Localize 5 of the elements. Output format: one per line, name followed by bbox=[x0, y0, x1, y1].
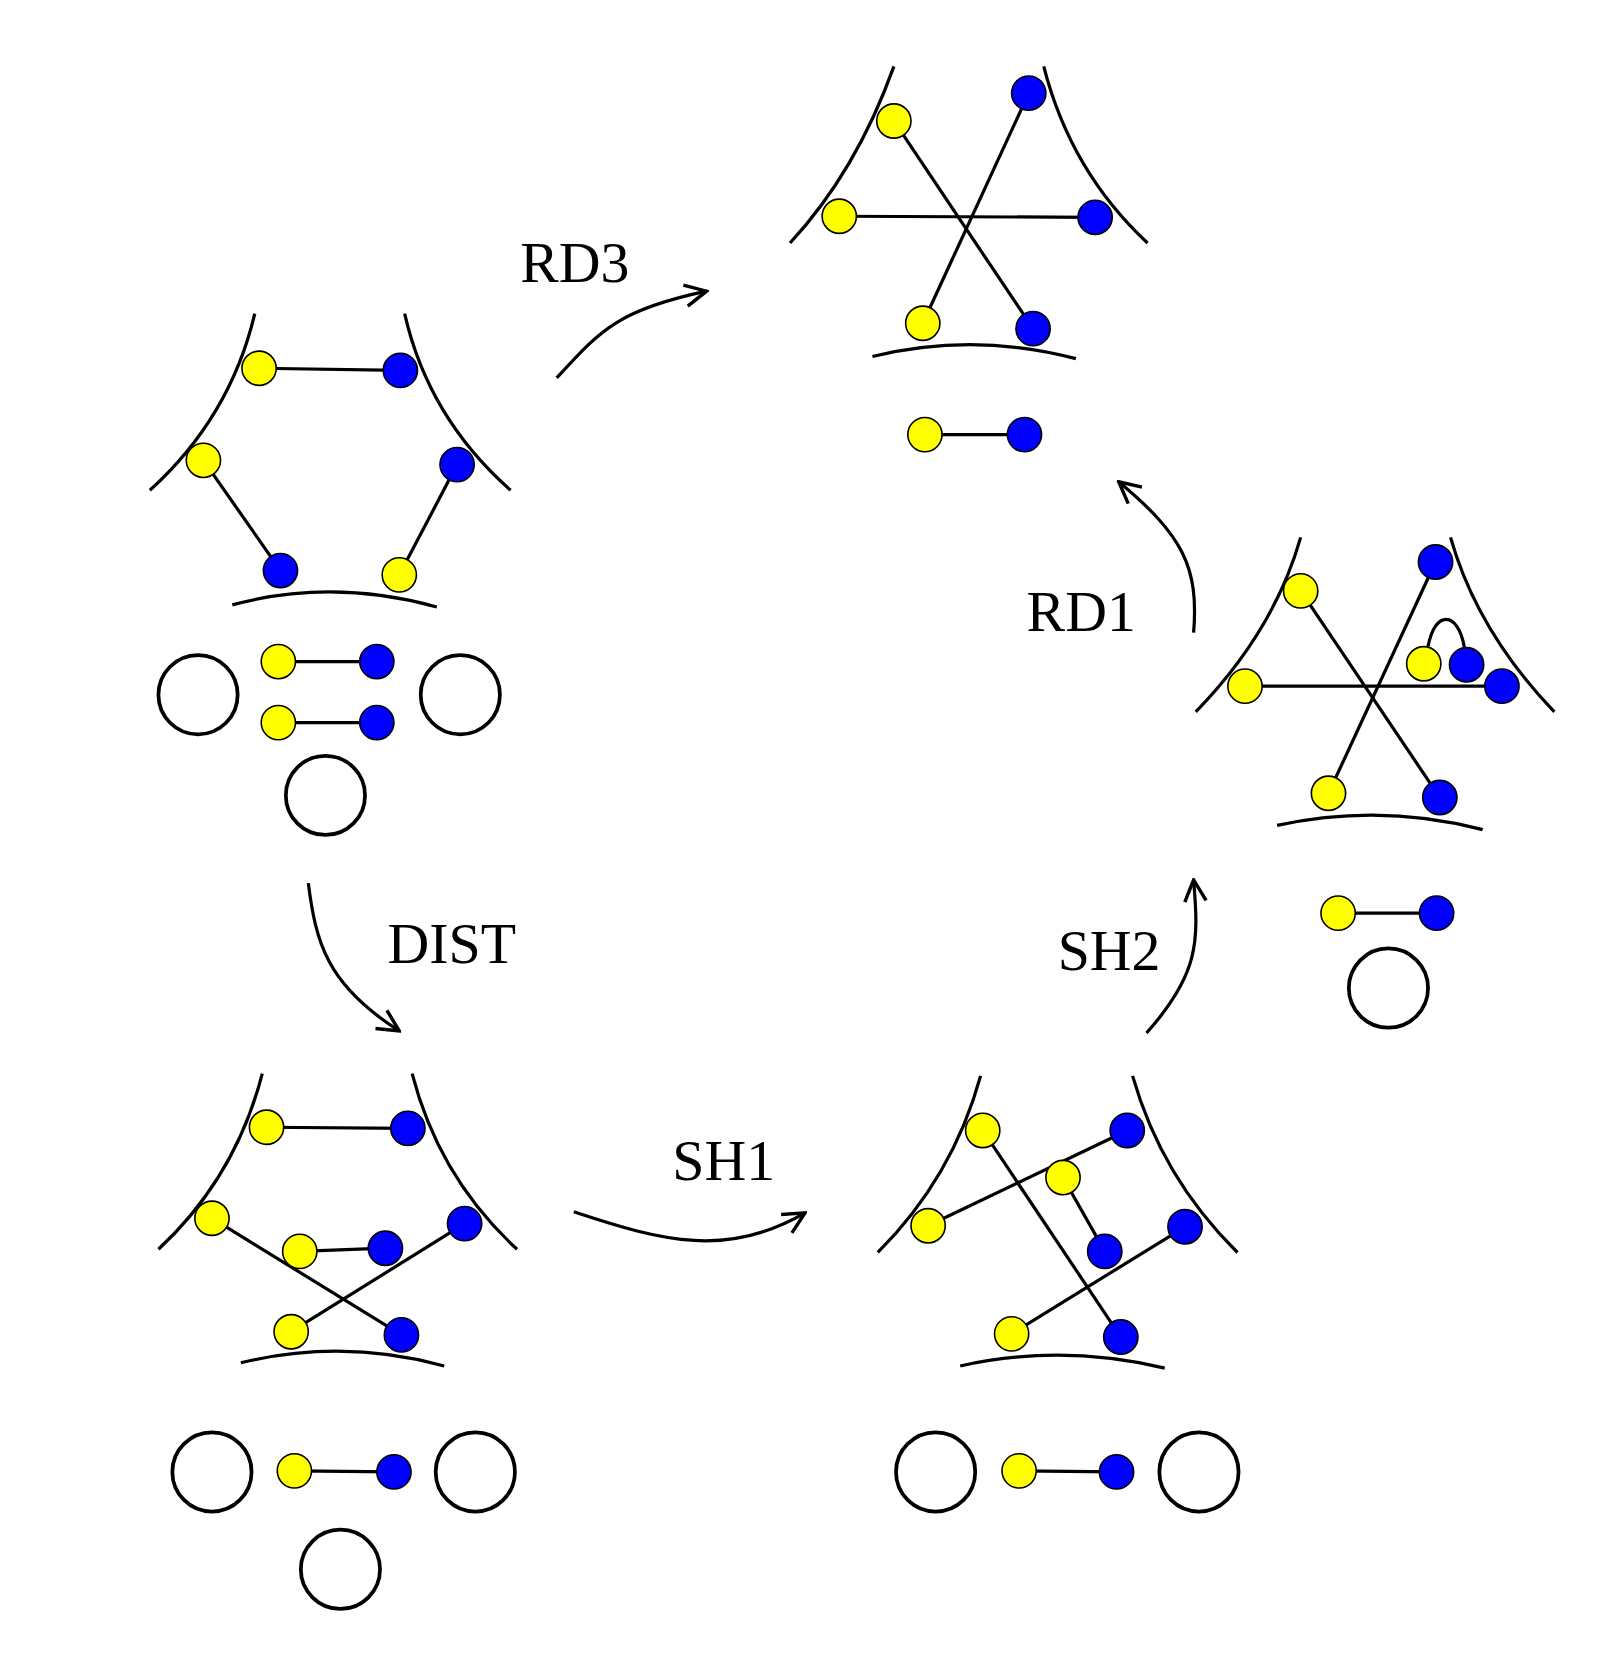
curved-arrow bbox=[1116, 480, 1197, 633]
curved-arrow bbox=[573, 1210, 807, 1243]
curved-arrow bbox=[306, 882, 401, 1033]
curved-arrow bbox=[1145, 878, 1208, 1035]
curved-arrow bbox=[555, 283, 709, 379]
